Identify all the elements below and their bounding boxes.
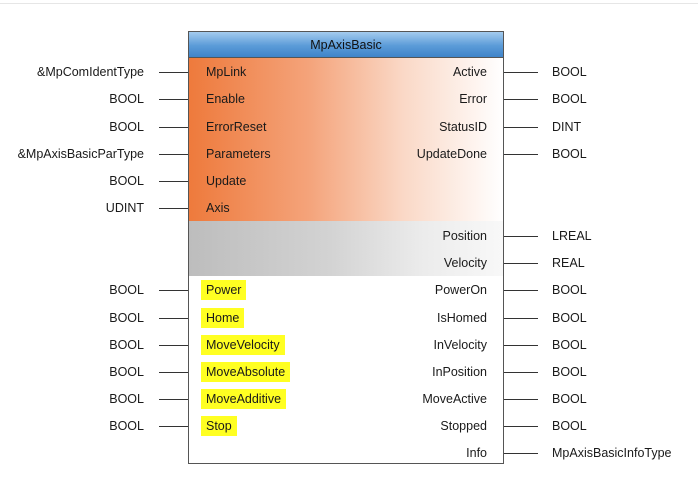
output-wire	[504, 154, 538, 155]
input-wire	[159, 426, 188, 427]
output-pin[interactable]: MoveActive	[422, 392, 487, 406]
input-pin-highlighted[interactable]: MoveVelocity	[201, 335, 285, 355]
output-type: BOOL	[552, 92, 587, 106]
output-pin[interactable]: Stopped	[440, 419, 487, 433]
input-pin[interactable]: MpLink	[206, 65, 247, 79]
output-wire	[504, 372, 538, 373]
input-pin[interactable]: Axis	[206, 201, 230, 215]
output-wire	[504, 399, 538, 400]
output-pin[interactable]: InVelocity	[433, 338, 487, 352]
top-divider	[0, 3, 698, 4]
output-wire	[504, 72, 538, 73]
input-type: BOOL	[109, 392, 144, 406]
input-wire	[159, 345, 188, 346]
output-type: BOOL	[552, 338, 587, 352]
input-pin[interactable]: Enable	[206, 92, 245, 106]
output-pin[interactable]: Error	[459, 92, 487, 106]
output-type: BOOL	[552, 365, 587, 379]
input-type: BOOL	[109, 419, 144, 433]
output-wire	[504, 99, 538, 100]
output-pin[interactable]: PowerOn	[434, 283, 487, 297]
input-pin-highlighted[interactable]: Home	[201, 308, 245, 328]
output-type: BOOL	[552, 419, 587, 433]
output-pin[interactable]: Velocity	[443, 256, 487, 270]
input-type: UDINT	[105, 201, 144, 215]
input-pin[interactable]: ErrorReset	[206, 120, 267, 134]
input-wire	[159, 154, 188, 155]
input-wire	[159, 208, 188, 209]
output-type: DINT	[552, 120, 582, 134]
input-type: BOOL	[109, 338, 144, 352]
output-type: BOOL	[552, 65, 587, 79]
output-pin[interactable]: Active	[452, 65, 487, 79]
function-block-mpaxisbasic: MpAxisBasic	[188, 31, 504, 464]
input-wire	[159, 181, 188, 182]
input-wire	[159, 127, 188, 128]
input-type: BOOL	[109, 283, 144, 297]
input-type: BOOL	[109, 174, 144, 188]
input-pin-highlighted[interactable]: MoveAdditive	[201, 389, 287, 409]
output-pin[interactable]: InPosition	[432, 365, 487, 379]
input-type: BOOL	[109, 120, 144, 134]
output-type: MpAxisBasicInfoType	[552, 446, 672, 460]
input-type: &MpAxisBasicParType	[17, 147, 144, 161]
input-type: &MpComIdentType	[37, 65, 144, 79]
output-type: LREAL	[552, 229, 592, 243]
output-wire	[504, 345, 538, 346]
output-wire	[504, 290, 538, 291]
output-type: BOOL	[552, 392, 587, 406]
input-wire	[159, 372, 188, 373]
output-type: BOOL	[552, 311, 587, 325]
output-wire	[504, 426, 538, 427]
input-pin[interactable]: Update	[206, 174, 247, 188]
output-type: BOOL	[552, 283, 587, 297]
function-block-title-text: MpAxisBasic	[310, 37, 382, 52]
output-pin[interactable]: IsHomed	[436, 311, 487, 325]
input-pin-highlighted[interactable]: Power	[201, 280, 247, 300]
input-type: BOOL	[109, 311, 144, 325]
input-pin-highlighted[interactable]: MoveAbsolute	[201, 362, 291, 382]
output-pin[interactable]: UpdateDone	[416, 147, 487, 161]
output-pin[interactable]: Info	[466, 446, 487, 460]
function-block-title: MpAxisBasic	[189, 32, 503, 58]
output-wire	[504, 127, 538, 128]
input-wire	[159, 399, 188, 400]
output-wire	[504, 263, 538, 264]
input-type: BOOL	[109, 365, 144, 379]
parameter-section	[189, 58, 503, 221]
output-wire	[504, 453, 538, 454]
input-type: BOOL	[109, 92, 144, 106]
output-pin[interactable]: StatusID	[439, 120, 487, 134]
output-pin[interactable]: Position	[442, 229, 487, 243]
output-type: REAL	[552, 256, 585, 270]
output-wire	[504, 236, 538, 237]
input-wire	[159, 72, 188, 73]
input-wire	[159, 290, 188, 291]
output-type: BOOL	[552, 147, 587, 161]
input-pin-highlighted[interactable]: Stop	[201, 416, 237, 436]
output-wire	[504, 318, 538, 319]
input-wire	[159, 99, 188, 100]
input-wire	[159, 318, 188, 319]
input-pin[interactable]: Parameters	[206, 147, 271, 161]
status-section	[189, 221, 503, 276]
